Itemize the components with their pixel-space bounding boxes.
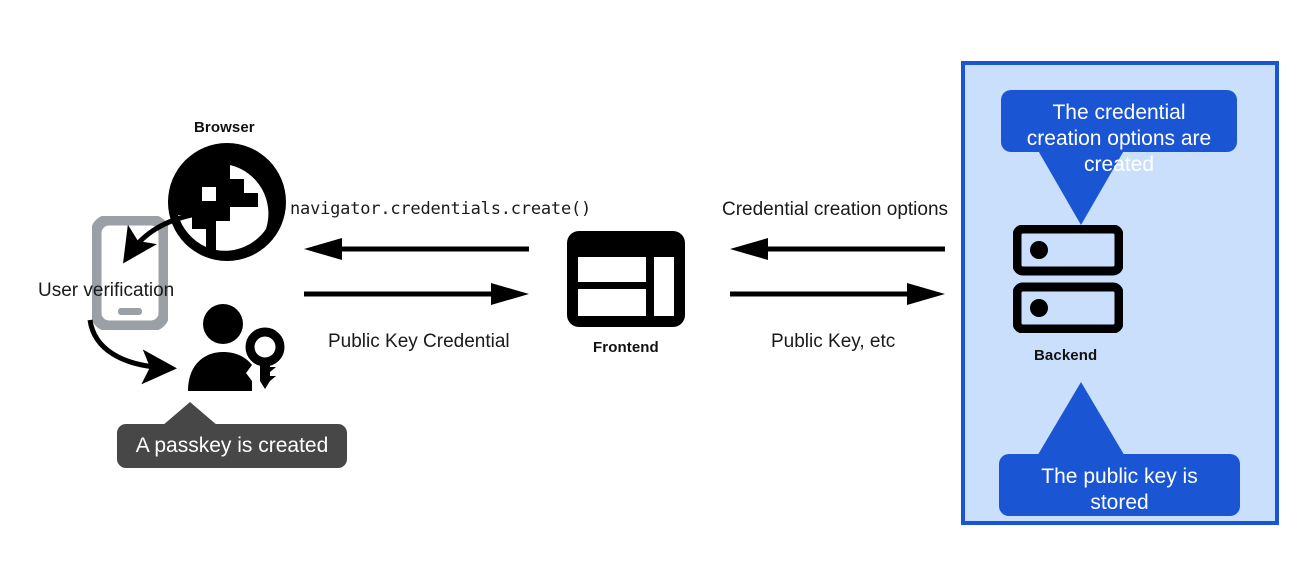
passkey-created-callout: A passkey is created [117,424,347,468]
browser-frontend-bottom-label: Public Key Credential [328,331,510,352]
smartphone-icon [92,216,168,330]
passkey-created-callout-text: A passkey is created [135,434,329,457]
globe-icon [168,143,286,261]
frontend-label: Frontend [593,339,659,356]
server-icon [1013,225,1123,333]
frontend-backend-top-label: Credential creation options [722,199,949,220]
browser-frontend-bottom-arrow [304,283,529,305]
public-key-stored-callout-text: The public key is stored [1041,465,1198,514]
browser-label: Browser [194,119,255,136]
user-verification-label: User verification [38,280,175,301]
phone-to-user-arrow [87,319,177,385]
frontend-backend-bottom-label: Public Key, etc [771,331,896,352]
person-with-key-icon [188,304,285,391]
web-layout-icon [567,231,685,327]
frontend-backend-bottom-arrow [730,283,945,305]
public-key-stored-callout-tail [1036,382,1126,458]
backend-label: Backend [1034,347,1098,364]
credential-options-callout-tail [1036,147,1126,225]
credential-options-callout: The credential creation options are crea… [1001,90,1237,176]
credential-options-callout-text: The credential creation options are crea… [1026,101,1212,176]
frontend-backend-top-arrow [730,238,945,260]
browser-frontend-top-arrow [304,238,529,260]
browser-frontend-top-label: navigator.credentials.create() [290,199,592,219]
browser-to-phone-arrow [123,211,197,264]
public-key-stored-callout: The public key is stored [999,454,1240,516]
